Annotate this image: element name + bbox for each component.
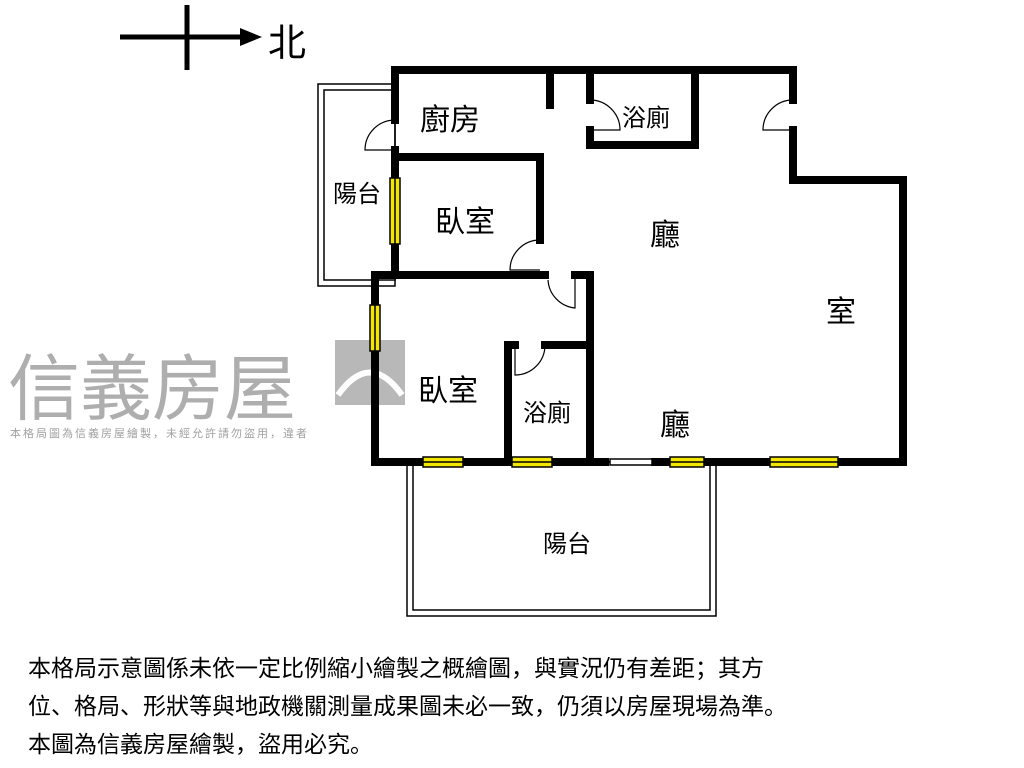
room-balcony-west: 陽台: [333, 180, 381, 208]
room-living-2: 廳: [660, 408, 690, 443]
room-bedroom-1: 臥室: [435, 205, 495, 240]
doors: [364, 99, 794, 376]
disclaimer-line: 位、格局、形狀等與地政機關測量成果圖未必一致，仍須以房屋現場為準。: [28, 694, 787, 720]
disclaimer-line: 本格局示意圖係未依一定比例縮小繪製之概繪圖，與實況仍有差距；其方: [28, 656, 764, 682]
disclaimer: 本格局示意圖係未依一定比例縮小繪製之概繪圖，與實況仍有差距；其方 位、格局、形狀…: [28, 650, 1008, 764]
windows: [369, 177, 839, 468]
room-bath-1: 浴廁: [622, 104, 670, 132]
room-bedroom-2: 臥室: [418, 374, 478, 409]
disclaimer-line: 本圖為信義房屋繪製，盜用必究。: [28, 732, 373, 758]
room-kitchen: 廚房: [420, 103, 480, 138]
room-living-1: 廳: [650, 218, 680, 253]
north-arrow: [120, 5, 262, 70]
room-balcony-south: 陽台: [543, 530, 591, 558]
north-label: 北: [268, 21, 307, 65]
room-bath-2: 浴廁: [523, 399, 571, 427]
room-living-room: 室: [826, 295, 856, 330]
watermark-notice: 本格局圖為信義房屋繪製，未經允許請勿盜用，違者: [10, 427, 309, 440]
watermark-brand: 信義房屋: [8, 347, 297, 431]
